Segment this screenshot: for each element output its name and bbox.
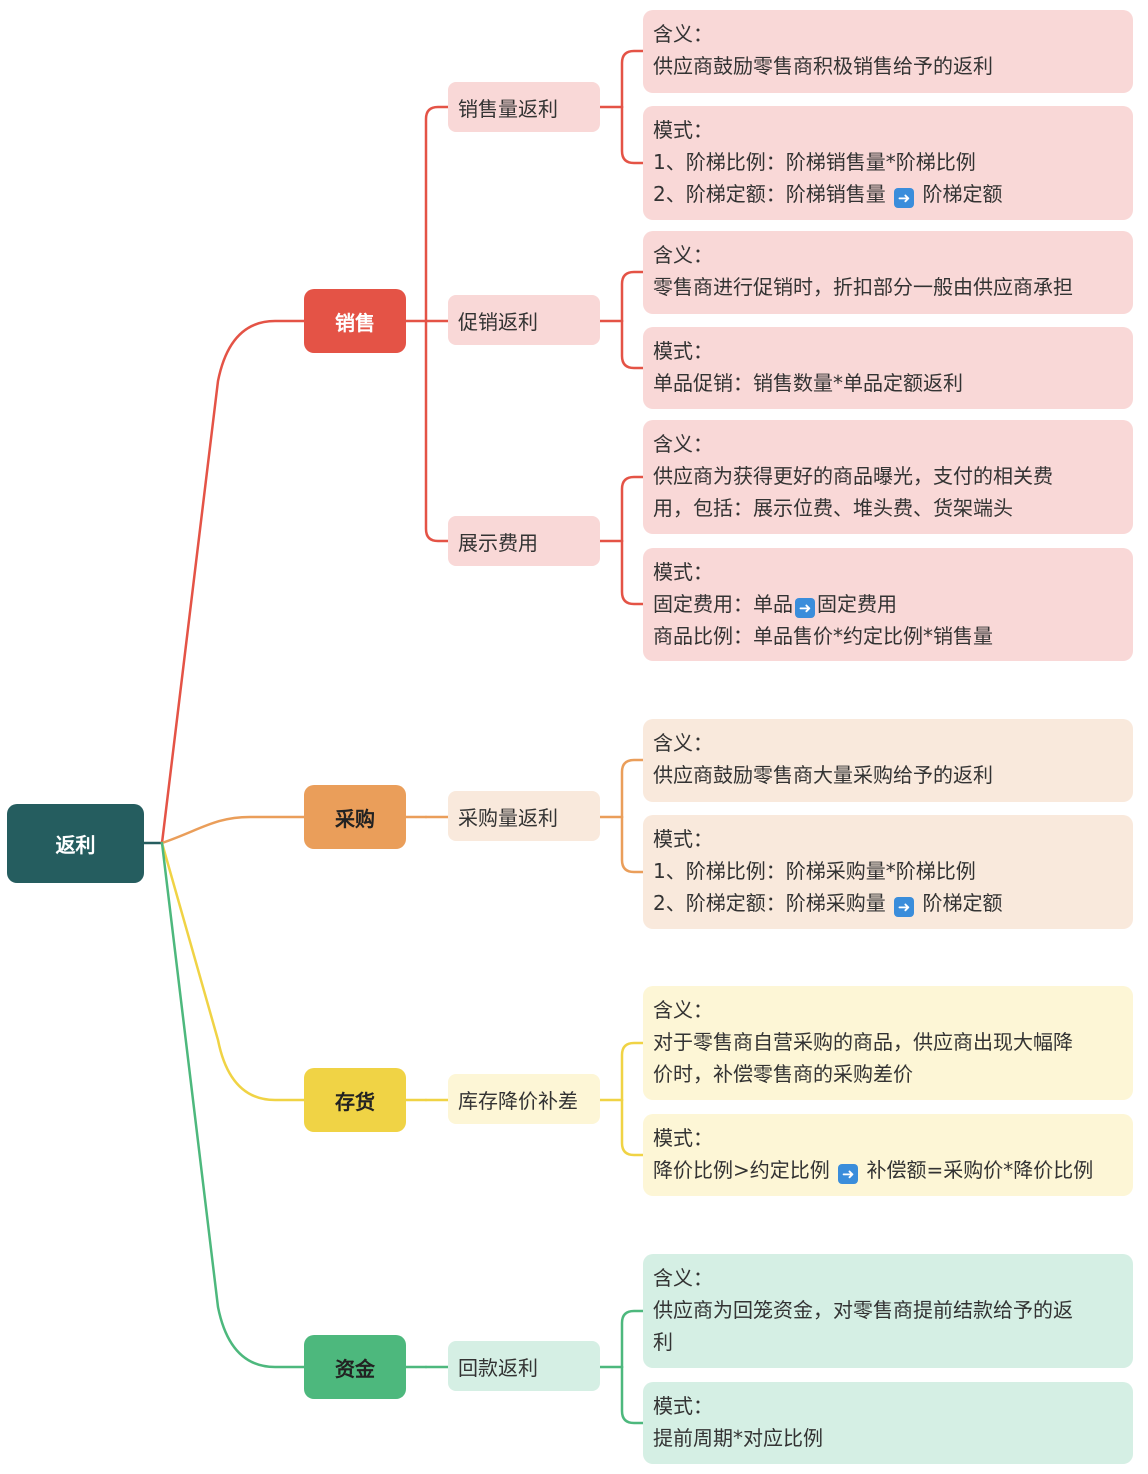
right-arrow-icon: ➜ — [894, 897, 915, 917]
leaf-line: 提前周期*对应比例 — [653, 1426, 823, 1450]
category-label: 销售 — [335, 310, 375, 335]
leaf-text: 补偿额=采购价*降价比例 — [860, 1158, 1094, 1182]
sales-volume-leaf-connector-branch-1 — [620, 105, 650, 165]
root-label: 返利 — [55, 833, 96, 857]
category-connector-0 — [160, 319, 306, 845]
leaf-text: 阶梯定额 — [916, 891, 1003, 915]
leaf-line: 模式： — [653, 827, 713, 851]
leaf-line: 含义： — [653, 432, 713, 456]
subtopic-label: 回款返利 — [458, 1355, 538, 1380]
subtopic-payment-rebate[interactable]: 回款返利 — [448, 1341, 600, 1391]
sales-subtopic-connector-branch-0 — [424, 105, 454, 323]
category-fund[interactable]: 资金 — [304, 1335, 406, 1399]
leaf-line: 2、阶梯定额：阶梯销售量 ➜ 阶梯定额 — [653, 178, 1123, 210]
category-connector-1 — [160, 815, 306, 845]
leaf-line: 利 — [653, 1330, 673, 1354]
leaf-line: 含义： — [653, 731, 713, 755]
subtopic-sales-volume-rebate[interactable]: 销售量返利 — [448, 82, 600, 132]
leaf-line: 2、阶梯定额：阶梯采购量 ➜ 阶梯定额 — [653, 887, 1123, 919]
category-sales[interactable]: 销售 — [304, 289, 406, 353]
leaf-line: 模式： — [653, 560, 713, 584]
fund-leaf-connector-branch-1 — [620, 1365, 650, 1425]
display-leaf-connector-branch-1 — [620, 539, 650, 606]
leaf-text: 固定费用 — [817, 592, 897, 616]
inventory-leaf-connector-branch-1 — [620, 1098, 650, 1157]
leaf-line: 供应商鼓励零售商大量采购给予的返利 — [653, 763, 993, 787]
leaf-text: 2、阶梯定额：阶梯销售量 — [653, 182, 893, 206]
leaf-text: 降价比例>约定比例 — [653, 1158, 837, 1182]
leaf-line: 用，包括：展示位费、堆头费、货架端头 — [653, 496, 1013, 520]
leaf-fund-mode[interactable]: 模式： 提前周期*对应比例 — [643, 1382, 1133, 1464]
category-connector-3 — [160, 841, 306, 1369]
leaf-purchase-meaning[interactable]: 含义： 供应商鼓励零售商大量采购给予的返利 — [643, 719, 1133, 802]
leaf-inventory-mode[interactable]: 模式： 降价比例>约定比例 ➜ 补偿额=采购价*降价比例 — [643, 1114, 1133, 1196]
leaf-line: 含义： — [653, 22, 713, 46]
sales-volume-leaf-connector-branch-0 — [620, 49, 650, 109]
leaf-line: 降价比例>约定比例 ➜ 补偿额=采购价*降价比例 — [653, 1154, 1123, 1186]
category-inventory[interactable]: 存货 — [304, 1068, 406, 1132]
subtopic-promotion-rebate[interactable]: 促销返利 — [448, 295, 600, 345]
leaf-line: 模式： — [653, 339, 713, 363]
leaf-line: 模式： — [653, 1126, 713, 1150]
fund-leaf-connector-branch-0 — [620, 1309, 650, 1369]
inventory-leaf-connector-branch-0 — [620, 1041, 650, 1102]
leaf-line: 零售商进行促销时，折扣部分一般由供应商承担 — [653, 275, 1073, 299]
category-label: 存货 — [335, 1089, 375, 1114]
promotion-leaf-connector-branch-1 — [620, 319, 650, 370]
leaf-line: 对于零售商自营采购的商品，供应商出现大幅降 — [653, 1030, 1073, 1054]
category-label: 采购 — [335, 806, 375, 831]
leaf-line: 1、阶梯比例：阶梯销售量*阶梯比例 — [653, 150, 976, 174]
leaf-line: 供应商为回笼资金，对零售商提前结款给予的返 — [653, 1298, 1073, 1322]
leaf-promotion-meaning[interactable]: 含义： 零售商进行促销时，折扣部分一般由供应商承担 — [643, 231, 1133, 314]
leaf-line: 模式： — [653, 118, 713, 142]
category-connector-2 — [160, 841, 306, 1102]
purchase-leaf-connector-branch-0 — [620, 758, 650, 819]
leaf-promotion-mode[interactable]: 模式： 单品促销：销售数量*单品定额返利 — [643, 327, 1133, 409]
subtopic-label: 库存降价补差 — [458, 1088, 578, 1113]
subtopic-display-fee[interactable]: 展示费用 — [448, 516, 600, 566]
leaf-inventory-meaning[interactable]: 含义： 对于零售商自营采购的商品，供应商出现大幅降 价时，补偿零售商的采购差价 — [643, 986, 1133, 1100]
leaf-line: 模式： — [653, 1394, 713, 1418]
leaf-line: 供应商为获得更好的商品曝光，支付的相关费 — [653, 464, 1053, 488]
promotion-leaf-connector-branch-0 — [620, 270, 650, 323]
leaf-sales-volume-mode[interactable]: 模式： 1、阶梯比例：阶梯销售量*阶梯比例 2、阶梯定额：阶梯销售量 ➜ 阶梯定… — [643, 106, 1133, 220]
leaf-line: 含义： — [653, 998, 713, 1022]
root-node[interactable]: 返利 — [7, 804, 144, 883]
category-label: 资金 — [335, 1356, 375, 1381]
leaf-text: 2、阶梯定额：阶梯采购量 — [653, 891, 893, 915]
leaf-line: 含义： — [653, 1266, 713, 1290]
leaf-line: 固定费用：单品➜固定费用 — [653, 588, 1123, 620]
leaf-line: 含义： — [653, 243, 713, 267]
display-leaf-connector-branch-0 — [620, 475, 650, 543]
purchase-leaf-connector-branch-1 — [620, 815, 650, 874]
leaf-line: 商品比例：单品售价*约定比例*销售量 — [653, 624, 993, 648]
leaf-text: 阶梯定额 — [916, 182, 1003, 206]
leaf-line: 价时，补偿零售商的采购差价 — [653, 1062, 913, 1086]
category-purchase[interactable]: 采购 — [304, 785, 406, 849]
right-arrow-icon: ➜ — [795, 598, 815, 618]
leaf-purchase-mode[interactable]: 模式： 1、阶梯比例：阶梯采购量*阶梯比例 2、阶梯定额：阶梯采购量 ➜ 阶梯定… — [643, 815, 1133, 929]
leaf-display-mode[interactable]: 模式： 固定费用：单品➜固定费用 商品比例：单品售价*约定比例*销售量 — [643, 548, 1133, 661]
subtopic-label: 展示费用 — [458, 530, 538, 555]
subtopic-purchase-volume-rebate[interactable]: 采购量返利 — [448, 791, 600, 841]
leaf-display-meaning[interactable]: 含义： 供应商为获得更好的商品曝光，支付的相关费 用，包括：展示位费、堆头费、货… — [643, 420, 1133, 534]
leaf-sales-volume-meaning[interactable]: 含义： 供应商鼓励零售商积极销售给予的返利 — [643, 10, 1133, 93]
subtopic-label: 销售量返利 — [458, 96, 558, 121]
subtopic-label: 促销返利 — [458, 309, 538, 334]
right-arrow-icon: ➜ — [894, 188, 915, 208]
right-arrow-icon: ➜ — [838, 1164, 859, 1184]
subtopic-label: 采购量返利 — [458, 805, 558, 830]
leaf-line: 1、阶梯比例：阶梯采购量*阶梯比例 — [653, 859, 976, 883]
leaf-text: 固定费用：单品 — [653, 592, 793, 616]
leaf-line: 单品促销：销售数量*单品定额返利 — [653, 371, 963, 395]
leaf-fund-meaning[interactable]: 含义： 供应商为回笼资金，对零售商提前结款给予的返 利 — [643, 1254, 1133, 1368]
sales-subtopic-connector-branch-2 — [424, 319, 454, 543]
leaf-line: 供应商鼓励零售商积极销售给予的返利 — [653, 54, 993, 78]
subtopic-inventory-price-compensation[interactable]: 库存降价补差 — [448, 1074, 600, 1124]
